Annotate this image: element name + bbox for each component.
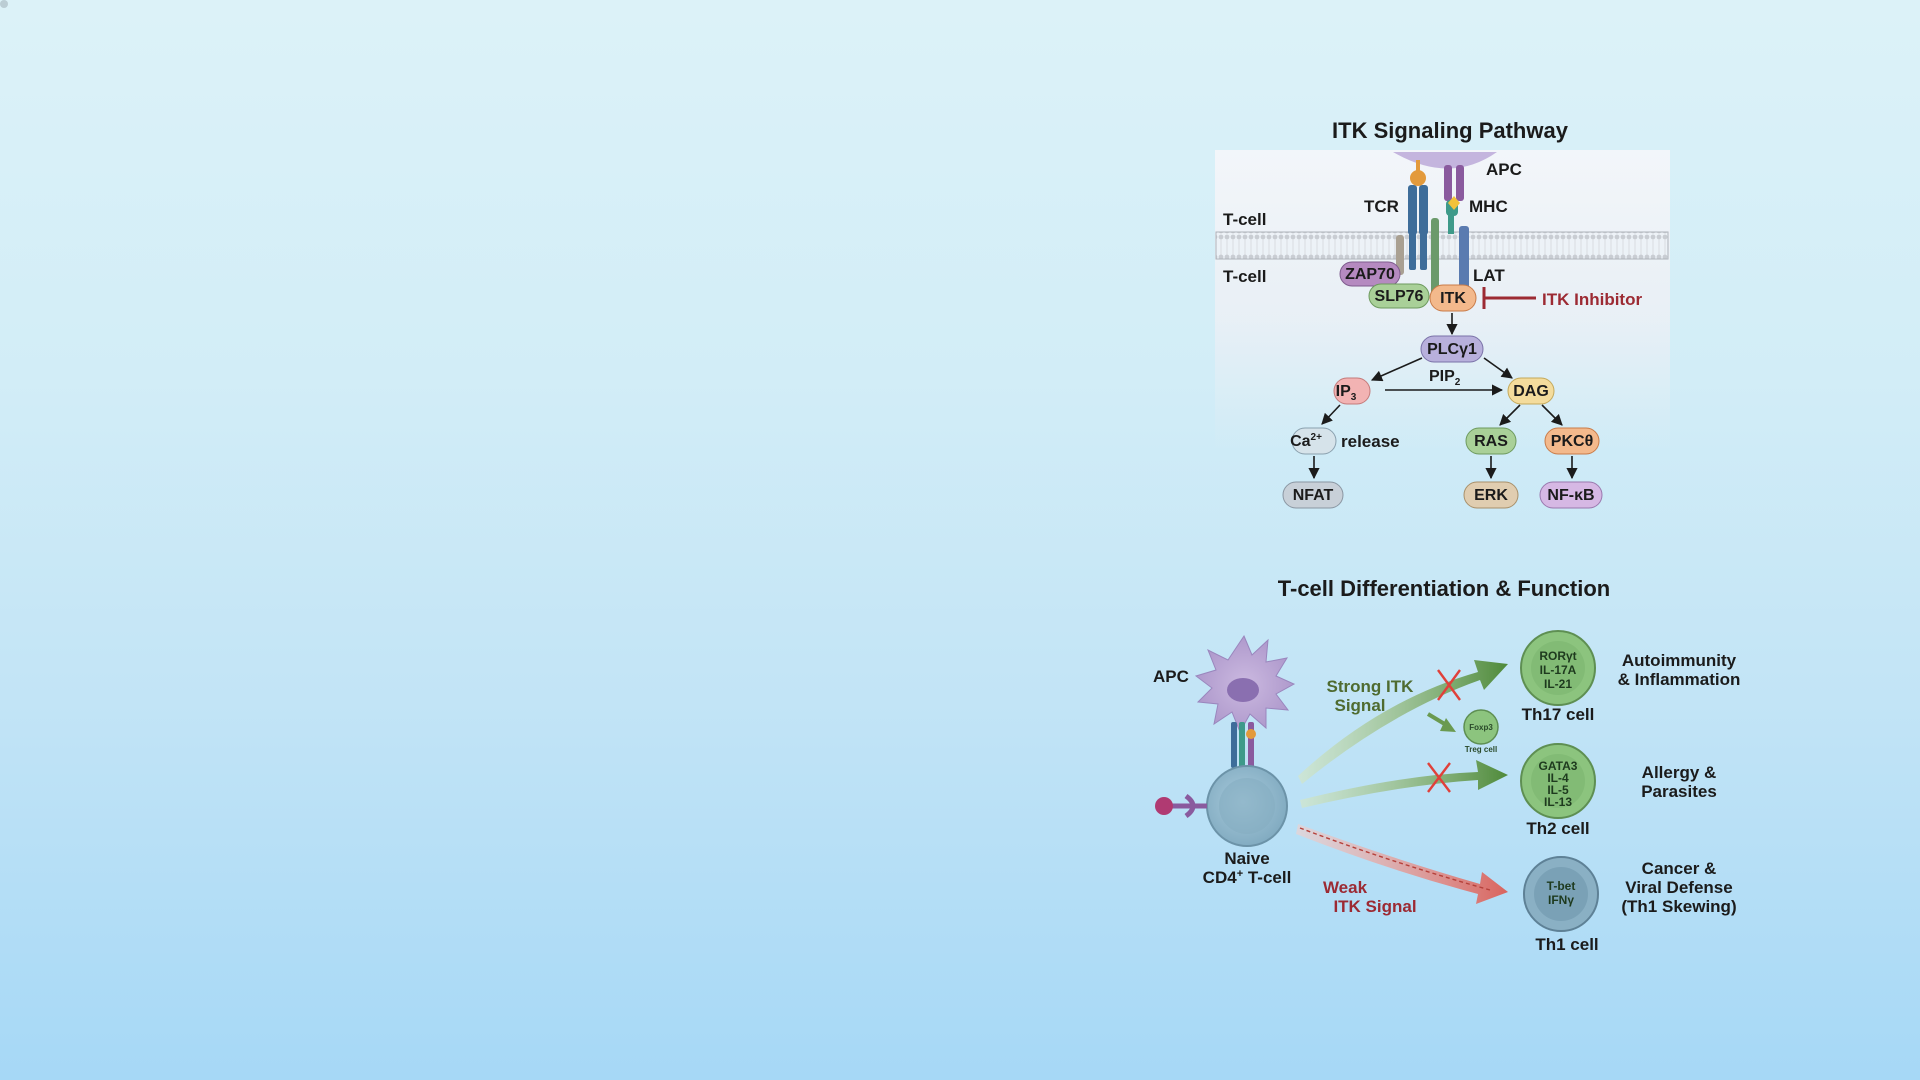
treg-inner-label: Foxp3: [1469, 723, 1493, 732]
th17-nucleus: [1531, 641, 1585, 695]
th1-label: Th1 cell: [1535, 935, 1598, 954]
naive-label-line2: CD4+ T-cell: [1203, 868, 1292, 887]
mhc-molecule-icon: [1444, 165, 1464, 234]
weak-signal-line2: ITK Signal: [1333, 897, 1416, 916]
th17-label: Th17 cell: [1522, 705, 1595, 724]
itk-pathway-panel: ITK Signaling Pathway APC T-cell T-cell …: [1215, 118, 1670, 509]
th2-inner-4: IL-13: [1544, 795, 1572, 809]
dag-node: [1507, 377, 1555, 405]
apc-label: APC: [1486, 160, 1522, 179]
differentiation-title: T-cell Differentiation & Function: [1278, 576, 1610, 601]
strong-signal-line1: Strong ITK: [1327, 677, 1415, 696]
block-x-th17-icon: [1437, 669, 1461, 701]
calcium-node: [1291, 427, 1337, 455]
strong-signal-arrow-th2: [1300, 760, 1508, 808]
th17-function-line1: Autoimmunity: [1622, 651, 1737, 670]
th17-inner-1: RORγt: [1539, 649, 1576, 663]
th1-inner-1: T-bet: [1547, 879, 1576, 893]
ras-node: [1465, 427, 1517, 455]
zap70-node: [1339, 261, 1401, 287]
calcium-label: Ca2+: [1290, 432, 1322, 450]
th1-inner-2: IFNγ: [1548, 893, 1574, 907]
ras-label: RAS: [1474, 433, 1508, 450]
pathway-title: ITK Signaling Pathway: [1332, 118, 1569, 143]
plcg1-node: [1420, 335, 1484, 363]
tcell-top-label: T-cell: [1223, 210, 1266, 229]
naive-label-line1: Naive: [1224, 849, 1269, 868]
slp76-node: [1368, 283, 1430, 309]
arrow-dag-ras: [1499, 404, 1521, 426]
th17-inner-3: IL-21: [1544, 677, 1572, 691]
zap70-label: ZAP70: [1345, 266, 1395, 283]
lat-label: LAT: [1473, 266, 1505, 285]
nfat-node: [1282, 481, 1344, 509]
treg-cell-label: Treg cell: [1465, 745, 1497, 754]
block-x-th2-icon: [1427, 762, 1451, 793]
th2-function-line1: Allergy &: [1642, 763, 1717, 782]
itk-inhibitor-label: ITK Inhibitor: [1542, 290, 1642, 309]
apc-cell-icon: [1194, 634, 1296, 734]
pkc-label: PKCθ: [1551, 433, 1593, 450]
strong-signal-line2: Signal: [1334, 696, 1385, 715]
tcr-label: TCR: [1364, 197, 1399, 216]
th2-function-line2: Parasites: [1641, 782, 1717, 801]
apc-membrane-cap: [1393, 152, 1497, 169]
release-label: release: [1341, 432, 1400, 451]
th1-function-line3: (Th1 Skewing): [1621, 897, 1736, 916]
cell-membrane: [1215, 231, 1669, 260]
treg-arrow-head: [1440, 718, 1456, 732]
arrow-plcg1-ip3: [1370, 357, 1423, 382]
erk-node: [1463, 481, 1519, 509]
weak-signal-dashline: [1299, 827, 1491, 891]
th2-inner-3: IL-5: [1547, 783, 1569, 797]
slp76-label: SLP76: [1375, 288, 1424, 305]
differentiation-panel: T-cell Differentiation & Function APC Na…: [1153, 576, 1740, 954]
th2-label: Th2 cell: [1526, 819, 1589, 838]
th2-inner-2: IL-4: [1547, 771, 1569, 785]
arrow-dag-pkc: [1541, 404, 1563, 426]
arrow-plcg1-dag: [1483, 357, 1513, 379]
th17-function-line2: & Inflammation: [1618, 670, 1741, 689]
nfkb-node: [1539, 481, 1603, 509]
th1-function-line1: Cancer &: [1642, 859, 1717, 878]
cd28-receptor-icon: [1155, 793, 1207, 819]
arrow-ip3-ca: [1321, 404, 1341, 425]
th17-inner-2: IL-17A: [1540, 663, 1577, 677]
tcr-receptor-icon: [1396, 160, 1428, 275]
nfat-label: NFAT: [1293, 487, 1334, 504]
strong-signal-arrow-th17: [1298, 660, 1508, 784]
diff-apc-label: APC: [1153, 667, 1189, 686]
nfkb-label: NF-κB: [1547, 487, 1594, 504]
treg-cell-icon: [1463, 709, 1499, 745]
weak-signal-line1: Weak: [1323, 878, 1368, 897]
th2-nucleus: [1531, 754, 1585, 808]
itk-label: ITK: [1440, 290, 1466, 307]
dag-label: DAG: [1513, 383, 1549, 400]
th1-nucleus: [1534, 867, 1588, 921]
itk-node: [1429, 284, 1477, 312]
naive-tcell-nucleus: [1219, 778, 1275, 834]
th1-function-line2: Viral Defense: [1625, 878, 1732, 897]
tcell-bottom-label: T-cell: [1223, 267, 1266, 286]
ip3-node: [1333, 377, 1371, 405]
plcg1-label: PLCγ1: [1427, 341, 1477, 358]
coreceptor-stalk: [1431, 218, 1439, 298]
pip2-label: PIP2: [1429, 368, 1461, 388]
tcr-mhc-contact-icon: [1231, 722, 1256, 768]
corner-mark: [0, 0, 8, 8]
th2-inner-1: GATA3: [1539, 759, 1578, 773]
mhc-label: MHC: [1469, 197, 1508, 216]
inhibitor-bar-icon: [1482, 287, 1536, 309]
ip3-label: IP3: [1336, 383, 1357, 403]
erk-label: ERK: [1474, 487, 1508, 504]
lat-stalk: [1459, 226, 1469, 294]
pkc-node: [1544, 427, 1600, 455]
